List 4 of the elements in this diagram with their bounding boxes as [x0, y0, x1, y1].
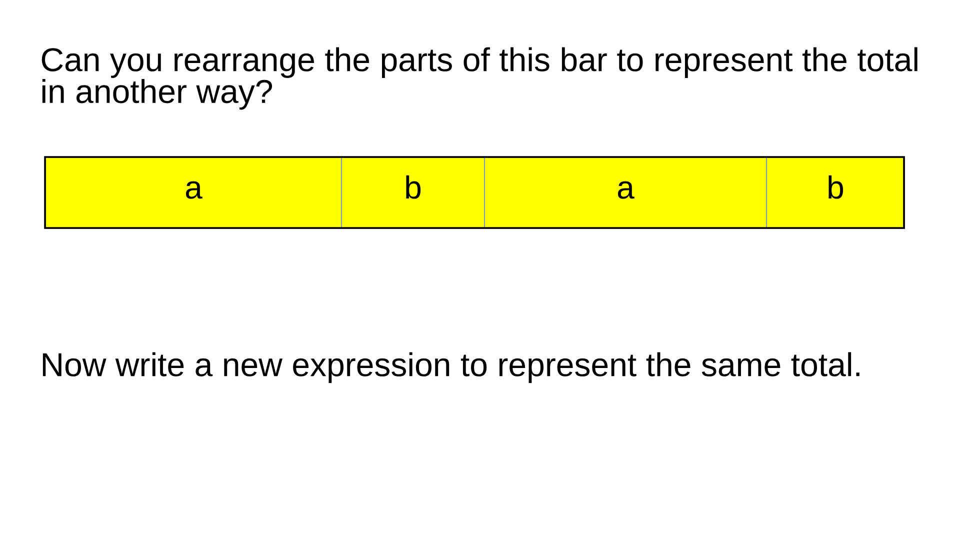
- bar-segment: b: [766, 157, 905, 229]
- question-text: Can you rearrange the parts of this bar to represent the total in another way?: [42, 47, 918, 110]
- instruction-text: Now write a new expression to represent the same total.: [42, 352, 860, 383]
- bar-segment: b: [341, 157, 485, 229]
